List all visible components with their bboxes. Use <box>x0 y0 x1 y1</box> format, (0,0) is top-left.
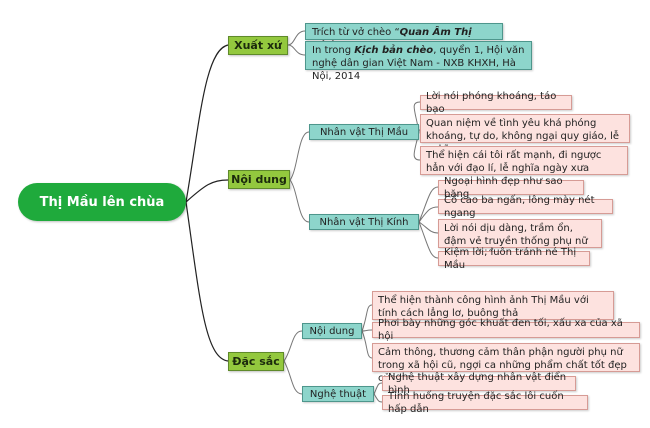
link-nt-1 <box>373 382 383 395</box>
branch-xuat-xu[interactable]: Xuất xứ <box>228 36 288 55</box>
sub-thi-mau[interactable]: Nhân vật Thị Mầu <box>309 124 419 140</box>
link-thi-kinh-4 <box>418 221 439 259</box>
link-dac-sac-noi-dung <box>283 330 303 362</box>
link-nt-2 <box>373 393 383 403</box>
link-xuat-xu-source <box>287 30 306 46</box>
branch-dac-sac[interactable]: Đặc sắc <box>228 352 284 371</box>
thi-kinh-point-3[interactable]: Lời nói dịu dàng, trầm ổn, đậm vẻ truyền… <box>438 219 602 260</box>
thi-mau-point-1[interactable]: Lời nói phóng khoáng, táo bạo <box>420 91 572 115</box>
thi-mau-point-3[interactable]: Thể hiện cái tôi rất mạnh, đi ngược hẳn … <box>420 146 628 175</box>
link-dac-sac-nghe-thuat <box>283 360 303 395</box>
link-noi-dung-thi-kinh <box>289 179 310 223</box>
link-dsnd-1 <box>361 304 373 332</box>
branch-dac-sac-label: Đặc sắc <box>232 355 280 368</box>
link-root-noi-dung <box>185 179 229 203</box>
dac-sac-noi-dung-point-3[interactable]: Cảm thông, thương cảm thân phận người ph… <box>372 343 640 384</box>
dac-sac-noi-dung-point-1[interactable]: Thể hiện thành công hình ảnh Thị Mầu với… <box>372 291 614 320</box>
link-noi-dung-thi-mau <box>289 131 310 181</box>
link-thi-kinh-2 <box>418 206 439 223</box>
branch-noi-dung-label: Nội dung <box>231 173 287 186</box>
sub-nghe-thuat[interactable]: Nghệ thuật <box>302 386 374 402</box>
link-xuat-xu-publication <box>287 44 306 56</box>
link-root-xuat-xu <box>185 44 229 203</box>
branch-xuat-xu-label: Xuất xứ <box>234 39 282 52</box>
root-node[interactable]: Thị Mầu lên chùa <box>18 183 186 221</box>
nghe-thuat-point-2[interactable]: Tình huống truyện đặc sắc lôi cuốn hấp d… <box>382 391 588 415</box>
sub-dac-sac-noi-dung[interactable]: Nội dung <box>302 323 362 339</box>
link-dsnd-3 <box>361 330 373 359</box>
thi-kinh-point-4[interactable]: Kiệm lời, luôn tránh né Thị Mầu <box>438 247 590 271</box>
link-root-dac-sac <box>185 201 229 362</box>
thi-mau-point-2[interactable]: Quan niệm về tình yêu khá phóng khoáng, … <box>420 114 630 155</box>
sub-thi-kinh[interactable]: Nhân vật Thị Kính <box>309 214 419 230</box>
dac-sac-noi-dung-point-2[interactable]: Phơi bày những góc khuất đen tối, xấu xa… <box>372 318 640 342</box>
thi-kinh-point-2[interactable]: Cổ cao ba ngấn, lông mày nét ngang <box>438 195 613 219</box>
xuat-xu-source[interactable]: Trích từ vở chèo “Quan Âm Thị Kính” <box>305 23 503 51</box>
xuat-xu-publication[interactable]: In trong Kịch bản chèo, quyển 1, Hội văn… <box>305 41 532 82</box>
book-title: Kịch bản chèo <box>354 45 434 56</box>
link-thi-kinh-3 <box>418 221 439 234</box>
nghe-thuat-point-1[interactable]: Nghệ thuật xây dựng nhân vật điển hình <box>382 372 576 396</box>
branch-noi-dung[interactable]: Nội dung <box>228 170 290 189</box>
link-dsnd-2 <box>361 329 373 332</box>
link-thi-kinh-1 <box>418 186 439 223</box>
root-label: Thị Mầu lên chùa <box>39 194 165 210</box>
thi-kinh-point-1[interactable]: Ngoại hình đẹp như sao băng <box>438 176 584 200</box>
